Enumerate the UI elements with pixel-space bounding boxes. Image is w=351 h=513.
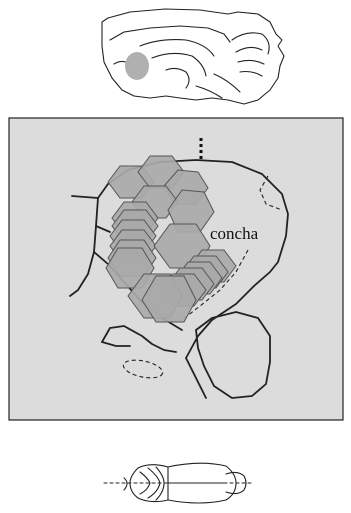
auditory-cortex-panel: concha (9, 118, 343, 420)
dorsal-brain-icon (104, 463, 254, 503)
concha-label: concha (210, 224, 259, 243)
sagittal-brain-icon (102, 9, 284, 104)
